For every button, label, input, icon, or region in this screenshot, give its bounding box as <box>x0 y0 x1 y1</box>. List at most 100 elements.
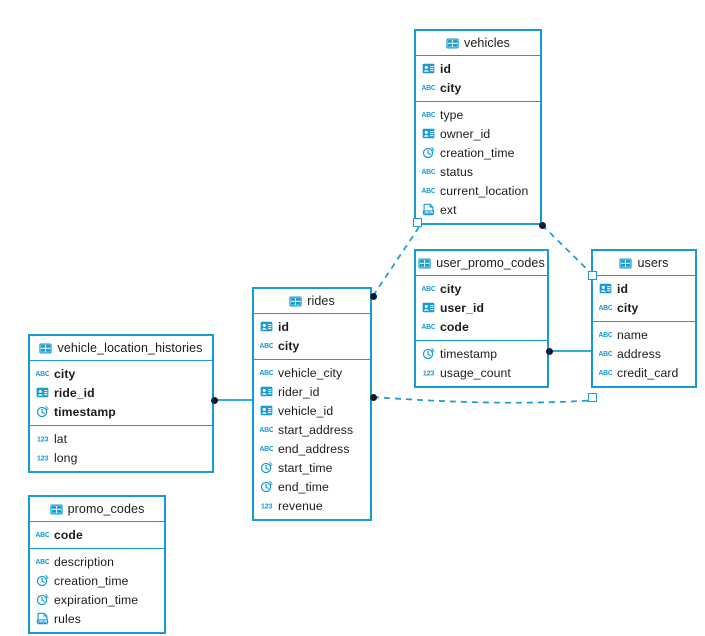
table-header-rides[interactable]: rides <box>254 289 370 314</box>
column-ext[interactable]: JSON ext <box>416 200 540 219</box>
column-id[interactable]: id <box>593 279 695 298</box>
column-name: city <box>54 366 76 381</box>
table-header-vehicle_location_histories[interactable]: vehicle_location_histories <box>30 336 212 361</box>
abc-text-icon: ABC <box>422 286 435 293</box>
column-name: id <box>617 281 629 296</box>
column-name: name <box>617 327 648 342</box>
column-name: expiration_time <box>54 592 139 607</box>
column-name: city <box>617 300 639 315</box>
column-name[interactable]: ABC name <box>593 325 695 344</box>
column-id[interactable]: id <box>254 317 370 336</box>
column-name: type <box>440 107 464 122</box>
column-name: end_address <box>278 441 350 456</box>
column-credit_card[interactable]: ABC credit_card <box>593 363 695 382</box>
column-vehicle_id[interactable]: vehicle_id <box>254 401 370 420</box>
svg-text:ABC: ABC <box>260 343 273 350</box>
column-timestamp[interactable]: timestamp <box>416 344 547 363</box>
table-header-user_promo_codes[interactable]: user_promo_codes <box>416 251 547 276</box>
table-header-users[interactable]: users <box>593 251 695 276</box>
json-file-icon: JSON <box>36 612 49 625</box>
json-file-icon: JSON <box>422 203 435 216</box>
column-name: rules <box>54 611 81 626</box>
table-name: vehicle_location_histories <box>57 341 203 355</box>
abc-text-icon: ABC <box>599 370 612 377</box>
column-name: timestamp <box>54 404 116 419</box>
table-name: user_promo_codes <box>436 256 545 270</box>
column-user_id[interactable]: user_id <box>416 298 547 317</box>
abc-text-icon: ABC <box>599 351 612 358</box>
abc-text-icon: ABC <box>36 559 49 566</box>
column-type[interactable]: ABC type <box>416 105 540 124</box>
column-name: credit_card <box>617 365 679 380</box>
abc-text-icon: ABC <box>422 112 435 119</box>
column-name: start_address <box>278 422 354 437</box>
column-ride_id[interactable]: ride_id <box>30 383 212 402</box>
table-icon <box>446 38 459 48</box>
table-name: rides <box>307 294 335 308</box>
table-header-promo_codes[interactable]: promo_codes <box>30 497 164 522</box>
column-owner_id[interactable]: owner_id <box>416 124 540 143</box>
column-name: city <box>440 80 462 95</box>
relationship-target-square-vehicles-to-users <box>587 270 597 280</box>
column-id[interactable]: id <box>416 59 540 78</box>
relationship-line-rides-to-vehicles <box>372 226 420 297</box>
column-rider_id[interactable]: rider_id <box>254 382 370 401</box>
id-badge-icon <box>599 283 612 294</box>
svg-text:ABC: ABC <box>599 370 612 377</box>
column-name: status <box>440 164 474 179</box>
column-creation_time[interactable]: creation_time <box>30 571 164 590</box>
abc-text-icon: ABC <box>422 324 435 331</box>
table-icon <box>619 258 633 268</box>
svg-text:ABC: ABC <box>260 427 273 434</box>
number-123-icon: 123 <box>37 434 49 443</box>
svg-text:123: 123 <box>37 453 48 462</box>
column-timestamp[interactable]: timestamp <box>30 402 212 421</box>
svg-text:ABC: ABC <box>599 332 612 339</box>
number-123-icon: 123 <box>261 501 273 510</box>
column-end_address[interactable]: ABC end_address <box>254 439 370 458</box>
table-icon <box>39 343 53 353</box>
abc-text-icon: ABC <box>260 446 273 453</box>
svg-text:JSON: JSON <box>38 620 48 624</box>
column-name: ext <box>440 202 457 217</box>
column-start_address[interactable]: ABC start_address <box>254 420 370 439</box>
column-start_time[interactable]: start_time <box>254 458 370 477</box>
id-badge-icon <box>260 321 273 332</box>
column-rules[interactable]: JSON rules <box>30 609 164 628</box>
table-header-vehicles[interactable]: vehicles <box>416 31 540 56</box>
column-creation_time[interactable]: creation_time <box>416 143 540 162</box>
column-expiration_time[interactable]: expiration_time <box>30 590 164 609</box>
column-end_time[interactable]: end_time <box>254 477 370 496</box>
table-icon <box>418 258 431 268</box>
column-name: current_location <box>440 183 529 198</box>
clock-icon <box>260 462 273 474</box>
column-name: vehicle_id <box>278 403 334 418</box>
